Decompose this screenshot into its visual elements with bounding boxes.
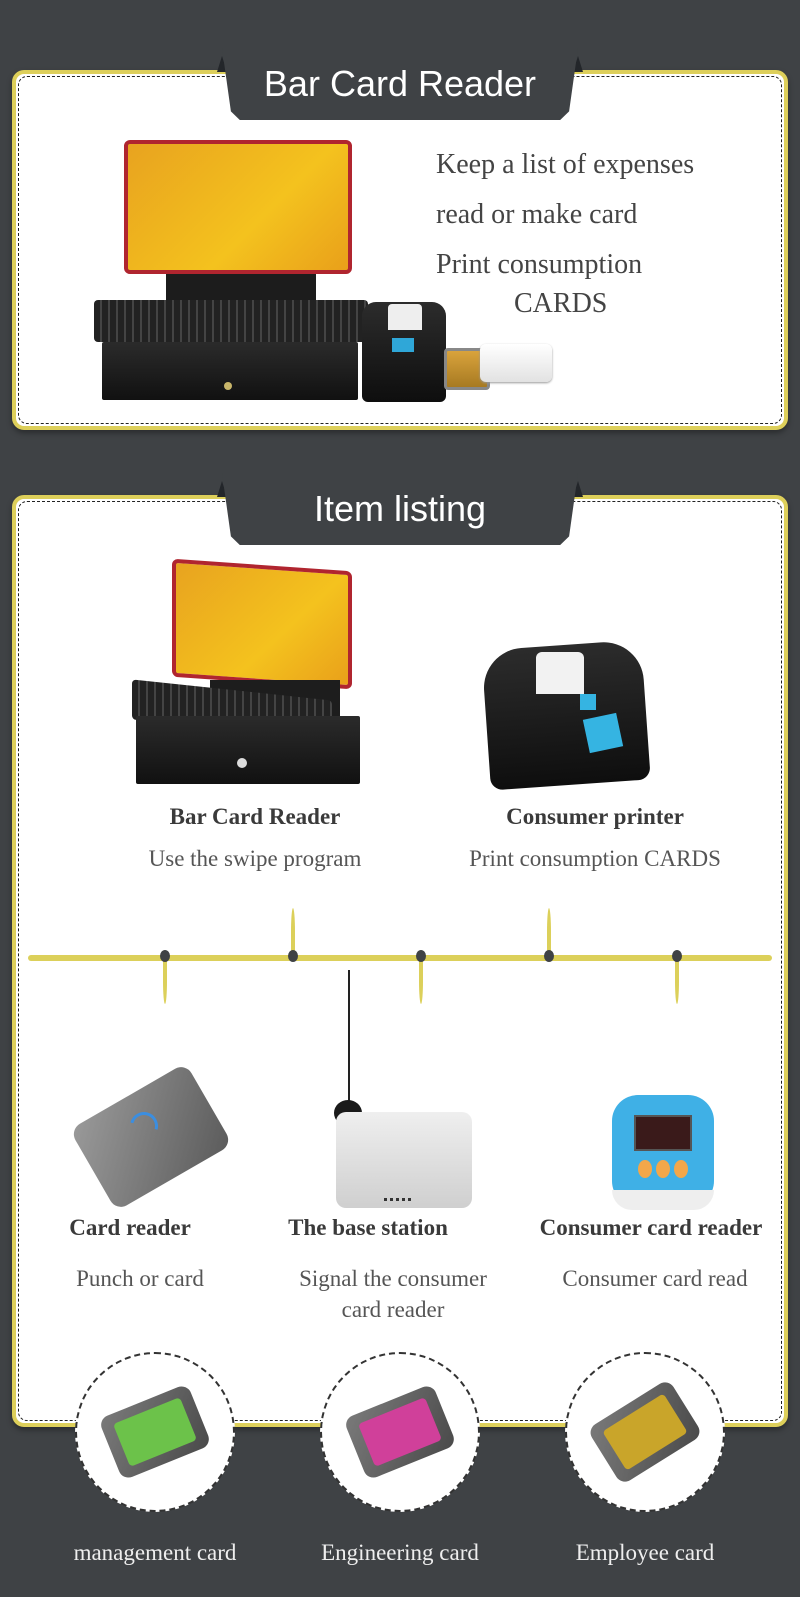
product-description: Punch or card: [76, 1266, 204, 1291]
product-title: Consumer printer: [506, 804, 684, 829]
timeline-node: [288, 950, 298, 962]
tab-notch-right: [573, 56, 583, 72]
section-title: Item listing: [313, 488, 487, 529]
product-description: Consumer card read: [562, 1266, 748, 1291]
tab-notch-right: [573, 481, 583, 497]
description-line: Signal the consumer: [299, 1266, 487, 1291]
timeline-node: [416, 950, 426, 962]
card-swatch: [358, 1397, 442, 1467]
product-description: Use the swipe program: [148, 846, 362, 871]
card-swatch: [113, 1397, 197, 1467]
timeline-bar: [28, 955, 772, 961]
product-title: Consumer card reader: [539, 1215, 763, 1240]
employee-card-circle: [565, 1352, 725, 1512]
section-title: Bar Card Reader: [263, 63, 537, 104]
timeline-node: [672, 950, 682, 962]
section-title-tab: Bar Card Reader: [222, 48, 578, 120]
feature-item: read or make card: [436, 199, 638, 230]
card-label: Engineering card: [321, 1540, 479, 1565]
tab-notch-left: [217, 56, 227, 72]
product-description: Signal the consumer card reader: [262, 1263, 524, 1325]
product-description: Print consumption CARDS: [469, 846, 721, 871]
product-title: Card reader: [69, 1215, 191, 1240]
feature-list: Keep a list of expenses read or make car…: [436, 140, 694, 318]
card-label: management card: [73, 1540, 237, 1565]
timeline-spike: [675, 958, 679, 1004]
engineering-card-circle: [320, 1352, 480, 1512]
card-swatch: [602, 1393, 688, 1471]
timeline-spike: [291, 908, 295, 956]
timeline-node: [544, 950, 554, 962]
tab-notch-left: [217, 481, 227, 497]
product-title: Bar Card Reader: [169, 804, 341, 829]
product-title: The base station: [288, 1215, 448, 1240]
feature-item: CARDS: [514, 288, 608, 319]
timeline-node: [160, 950, 170, 962]
description-line: card reader: [341, 1297, 445, 1322]
feature-item: Print consumption: [436, 249, 643, 280]
timeline-spike: [547, 908, 551, 956]
timeline-spike: [419, 958, 423, 1004]
card-label: Employee card: [575, 1540, 715, 1565]
feature-item: Keep a list of expenses: [436, 149, 695, 180]
management-card-circle: [75, 1352, 235, 1512]
section-title-tab: Item listing: [222, 473, 578, 545]
timeline-spike: [163, 958, 167, 1004]
